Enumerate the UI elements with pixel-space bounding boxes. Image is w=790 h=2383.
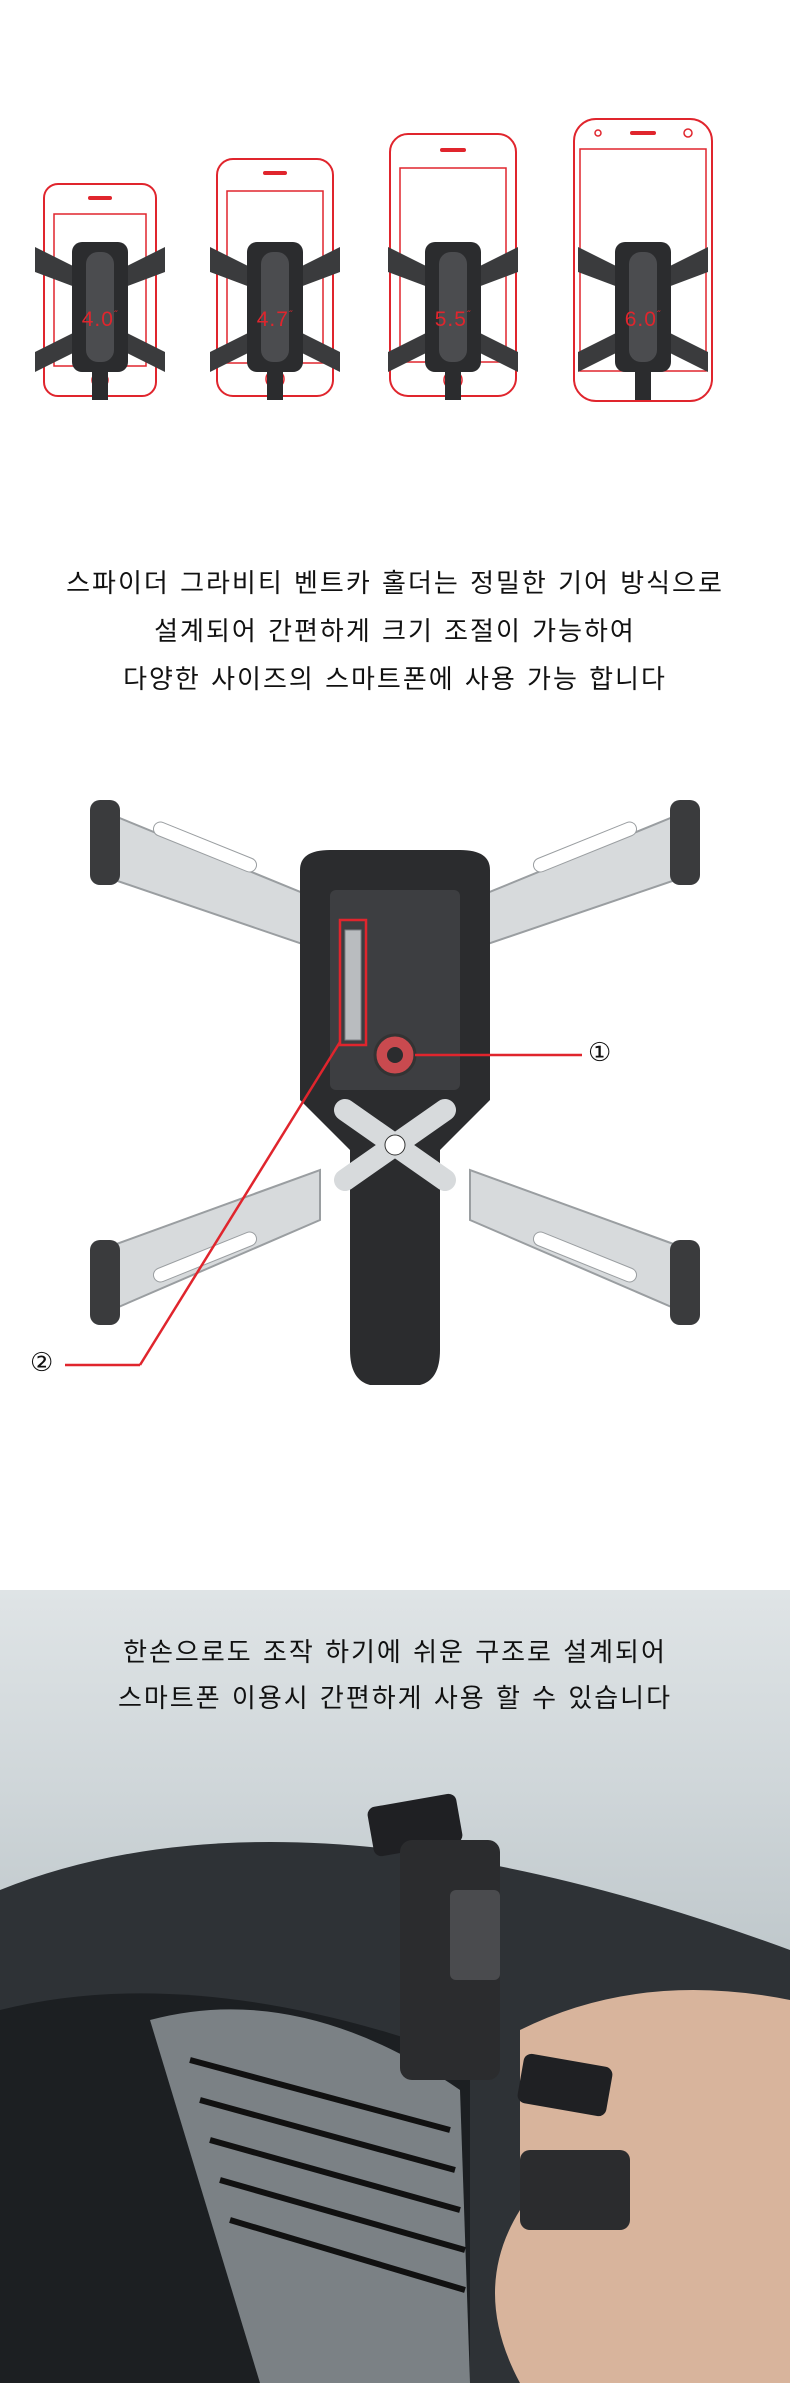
photo-caption-line-2: 스마트폰 이용시 간편하게 사용 할 수 있습니다: [117, 1684, 673, 1714]
dashboard-photo-illustration: [0, 1793, 790, 2383]
description-line-3: 다양한 사이즈의 스마트폰에 사용 가능 합니다: [123, 665, 667, 695]
callout-spring: ②: [30, 1348, 54, 1378]
size-label-4-7: 4.7˝: [256, 308, 294, 331]
holder-mechanism-illustration: [65, 800, 700, 1385]
holder-icon-4-0: [30, 232, 170, 416]
gear-mechanism-diagram: ① ②: [0, 780, 790, 1500]
size-compatibility-section: 4.0˝ 4.7˝: [0, 0, 790, 520]
description-section: 스파이더 그라비티 벤트카 홀더는 정밀한 기어 방식으로 설계되어 간편하게 …: [0, 560, 790, 704]
photo-caption-line-1: 한손으로도 조작 하기에 쉬운 구조로 설계되어: [123, 1638, 667, 1668]
size-label-5-5: 5.5˝: [434, 308, 472, 331]
description-line-2: 설계되어 간편하게 크기 조절이 가능하여: [154, 617, 636, 647]
size-label-4-0: 4.0˝: [81, 308, 119, 331]
callout-gear: ①: [588, 1038, 612, 1068]
car-vent-photo: 한손으로도 조작 하기에 쉬운 구조로 설계되어 스마트폰 이용시 간편하게 사…: [0, 1590, 790, 2383]
description-line-1: 스파이더 그라비티 벤트카 홀더는 정밀한 기어 방식으로: [66, 569, 724, 599]
holder-icon-5-5: [383, 232, 523, 416]
size-label-6-0: 6.0˝: [624, 308, 662, 331]
holder-icon-4-7: [205, 232, 345, 416]
holder-icon-6-0: [573, 232, 713, 416]
